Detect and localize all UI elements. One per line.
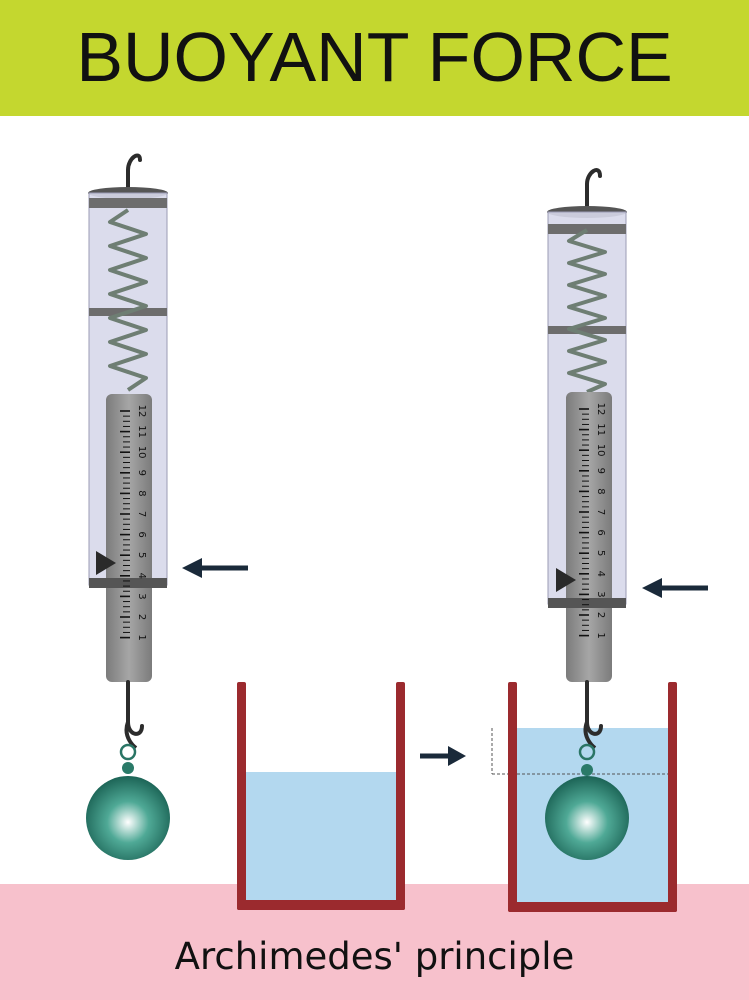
bottom-hook [585, 680, 603, 736]
inner-cylinder [566, 392, 612, 682]
sphere-weight-icon [86, 776, 170, 860]
tick-label: 6 [136, 531, 147, 537]
top-hook [126, 153, 142, 194]
hook-curve [124, 721, 138, 750]
tick-label: 5 [595, 550, 606, 556]
tick-label: 9 [136, 470, 147, 476]
left-scale-ticks: 12 11 10 9 8 7 6 5 4 3 2 1 [120, 405, 147, 641]
beaker-right-wall [668, 682, 677, 912]
tick-label: 1 [136, 634, 147, 640]
ring [578, 743, 596, 761]
beaker-bottom [237, 900, 405, 910]
tick-label: 4 [595, 571, 606, 577]
tick-label: 10 [136, 446, 147, 459]
tick-label: 11 [595, 423, 606, 436]
sphere-weight-icon [545, 776, 629, 860]
tick-label: 11 [136, 425, 147, 438]
bead [122, 762, 134, 774]
inner-cylinder [106, 394, 152, 682]
tick-label: 8 [595, 488, 606, 494]
tick-label: 7 [136, 511, 147, 517]
right-spring-scale: 12 11 10 9 8 7 6 5 4 3 2 1 [545, 168, 629, 860]
tick-label: 3 [595, 591, 606, 597]
ring [119, 743, 137, 761]
bottom-band [548, 598, 626, 608]
tick-label: 10 [595, 444, 606, 457]
beaker-left-wall [237, 682, 246, 910]
tick-label: 4 [136, 573, 147, 579]
beaker-left-wall [508, 682, 517, 912]
left-reading-arrow [182, 558, 248, 578]
beaker-right-wall [396, 682, 405, 910]
water [246, 772, 396, 900]
right-scale-ticks: 12 11 10 9 8 7 6 5 4 3 2 1 [579, 403, 606, 639]
spring [108, 208, 148, 392]
tick-label: 12 [136, 405, 147, 418]
ground-strip: Archimedes' principle [0, 884, 749, 1000]
tube-band-top [548, 224, 626, 234]
pointer [556, 568, 576, 592]
tick-label: 8 [136, 490, 147, 496]
tick-label: 5 [136, 552, 147, 558]
beaker-bottom [508, 902, 677, 912]
middle-beaker [237, 682, 405, 910]
tick-label: 12 [595, 403, 606, 416]
bottom-band [89, 578, 167, 588]
caption: Archimedes' principle [174, 935, 575, 978]
right-reading-arrow [642, 578, 708, 598]
hook-curve [583, 721, 597, 750]
tube-band-top [89, 198, 167, 208]
tube-band-middle [548, 326, 626, 334]
bead [581, 764, 593, 776]
title: BUOYANT FORCE [76, 18, 673, 96]
tick-label: 2 [136, 614, 147, 620]
title-bar: BUOYANT FORCE [0, 0, 749, 116]
spring [567, 228, 607, 394]
left-spring-scale: 12 11 10 9 8 7 6 5 4 3 2 1 [86, 153, 170, 860]
tick-label: 9 [595, 468, 606, 474]
tick-label: 3 [136, 593, 147, 599]
tick-label: 7 [595, 509, 606, 515]
tick-label: 1 [595, 632, 606, 638]
tick-label: 2 [595, 612, 606, 618]
pointer [96, 551, 116, 575]
bottom-hook [126, 680, 144, 736]
tick-label: 6 [595, 529, 606, 535]
transition-arrow [420, 746, 466, 766]
top-hook [585, 168, 602, 212]
